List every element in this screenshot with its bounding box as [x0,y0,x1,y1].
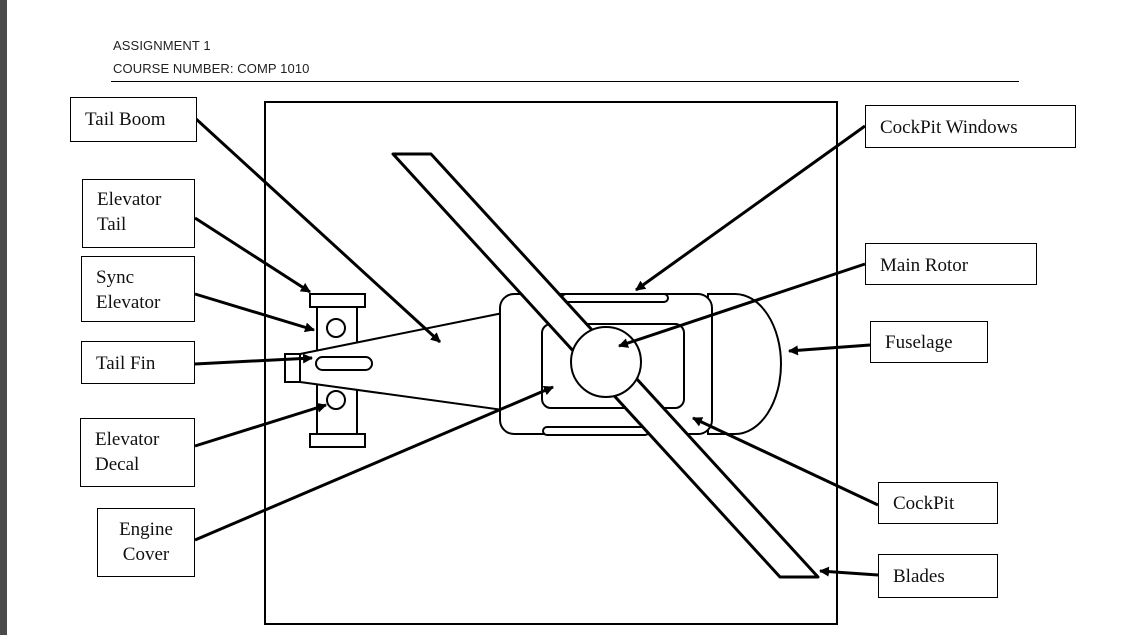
leader-cockpit [692,416,879,507]
elevator-decal-circle [326,390,346,410]
leader-blades [819,566,879,577]
label-tail-boom: Tail Boom [70,97,197,142]
diagram-frame [264,101,838,625]
leader-tail-boom [193,116,442,344]
label-cockpit-windows: CockPit Windows [865,105,1076,148]
course-number: COURSE NUMBER: COMP 1010 [113,61,310,76]
leader-sync-elevator [194,292,315,333]
label-elevator-decal: Elevator Decal [80,418,195,487]
leader-elevator-decal [194,402,327,448]
sync-elevator-circle [326,318,346,338]
cockpit-window-bottom [542,426,650,436]
label-tail-fin: Tail Fin [81,341,195,384]
header-rule [111,81,1019,82]
label-main-rotor: Main Rotor [865,243,1037,285]
window-left-edge [0,0,7,635]
label-cockpit: CockPit [878,482,998,524]
leader-main-rotor [618,262,866,348]
label-fuselage: Fuselage [870,321,988,363]
leader-tail-fin [194,353,313,366]
tail-fin-slot [315,356,373,371]
fuselage-shape [707,293,782,435]
leader-cockpit-windows [635,124,866,292]
label-blades: Blades [878,554,998,598]
main-rotor-hub [570,326,642,398]
elevator-tail-bar-top [309,293,366,308]
cockpit-window-top [561,293,669,303]
label-engine-cover: Engine Cover [97,508,195,577]
leader-fuselage [788,343,871,356]
label-elevator-tail: Elevator Tail [82,179,195,248]
label-sync-elevator: Sync Elevator [81,256,195,322]
leader-elevator-tail [194,216,311,294]
leader-engine-cover [194,385,554,542]
assignment-title: ASSIGNMENT 1 [113,38,211,53]
elevator-tail-bar-bottom [309,433,366,448]
